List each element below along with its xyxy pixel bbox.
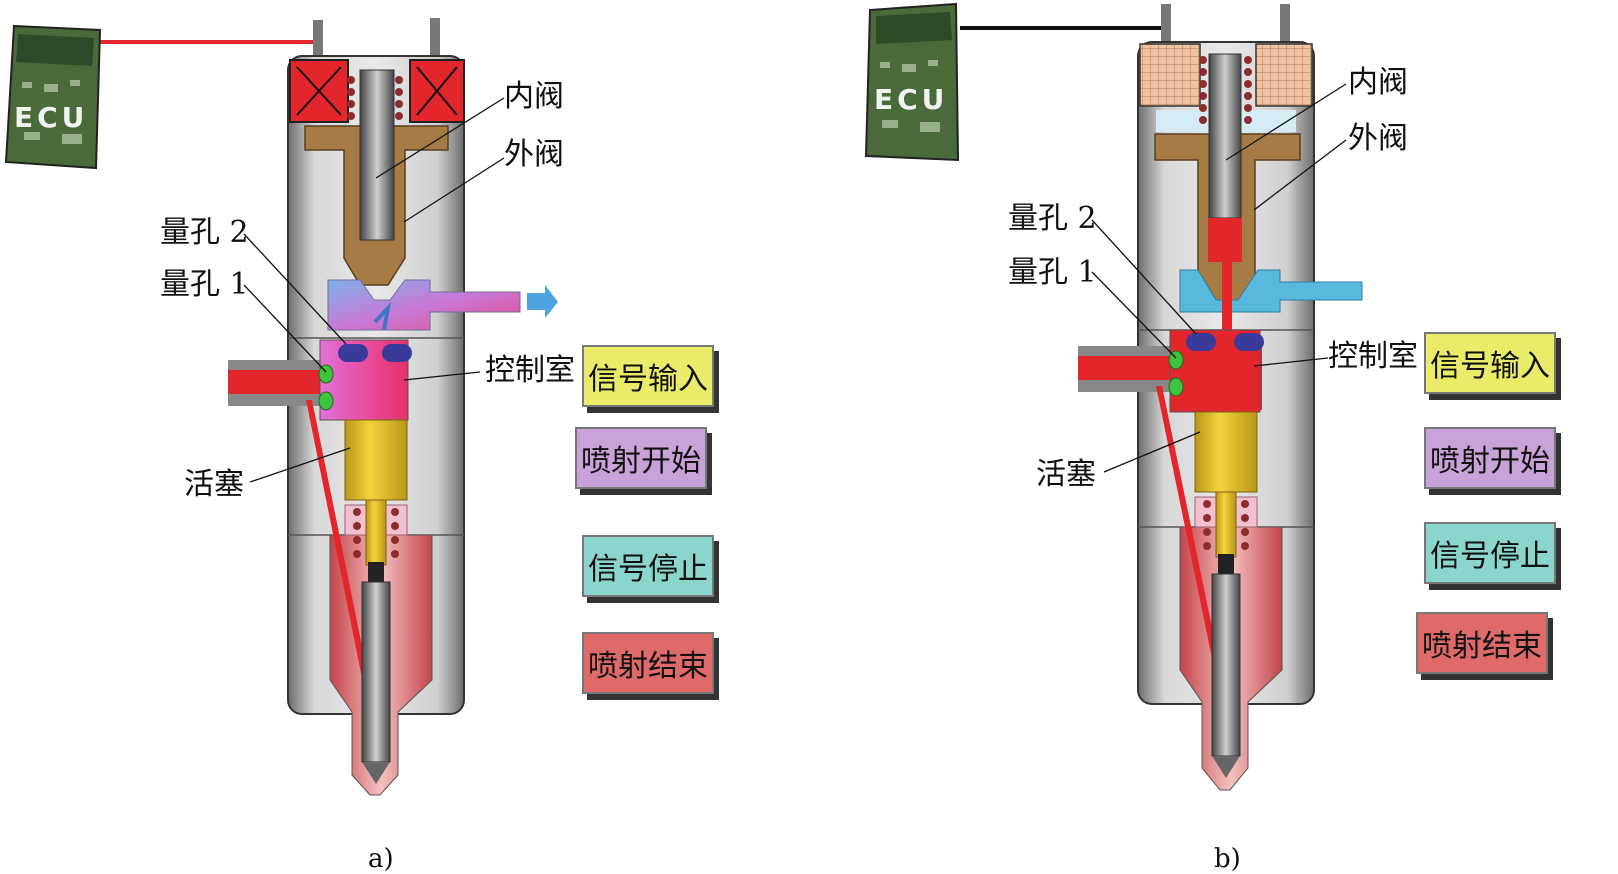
injector-cutaway-a [100, 18, 558, 796]
high-pressure-line [306, 400, 368, 678]
orifice-2 [1186, 333, 1216, 351]
signal-input-button[interactable]: 信号输入 [582, 345, 714, 407]
terminal-left [313, 20, 323, 60]
label-control-chamber: 控制室 [1328, 339, 1418, 374]
high-pressure-line [1156, 386, 1220, 668]
label-piston: 活塞 [1036, 457, 1096, 492]
solenoid-coil-left [1139, 43, 1201, 107]
signal-stop-button[interactable]: 信号停止 [1424, 522, 1556, 584]
terminal-right [1280, 4, 1290, 48]
label-orifice-1: 量孔 1 [160, 267, 249, 302]
injection-start-button[interactable]: 喷射开始 [575, 427, 707, 489]
label-piston: 活塞 [184, 467, 244, 502]
piston [344, 419, 408, 501]
terminal-left [1161, 4, 1171, 48]
injector-cutaway-b [960, 4, 1363, 791]
label-inner-valve: 内阀 [504, 79, 564, 114]
diagram-panel-a: ECU 内阀 外阀 量孔 2 量孔 1 控制室 活塞 信号输入 喷射开始 信号停… [4, 18, 714, 874]
signal-stop-button[interactable]: 信号停止 [582, 535, 714, 597]
caption-a: a) [368, 844, 394, 874]
ecu-board [864, 2, 960, 162]
injection-end-button[interactable]: 喷射结束 [582, 632, 714, 694]
ecu-module: ECU [862, 2, 960, 164]
return-flow-arrow [527, 285, 558, 318]
piston [1194, 411, 1258, 493]
ecu-label: ECU [874, 83, 949, 116]
ecu-board [4, 24, 102, 170]
orifice-1 [318, 364, 334, 384]
inner-valve [359, 69, 395, 241]
label-orifice-1: 量孔 1 [1008, 255, 1097, 290]
diagram-panel-b: ECU 内阀 外阀 量孔 2 量孔 1 控制室 活塞 信号输入 喷射开始 信号停… [864, 0, 1618, 874]
signal-input-button[interactable]: 信号输入 [1424, 332, 1556, 394]
label-orifice-2: 量孔 2 [160, 215, 249, 250]
return-passage [327, 279, 521, 331]
valve-spring [1199, 56, 1252, 124]
caption-b: b) [1214, 844, 1241, 874]
label-outer-valve: 外阀 [1348, 121, 1408, 156]
injection-end-button[interactable]: 喷射结束 [1416, 612, 1548, 674]
label-outer-valve: 外阀 [504, 137, 564, 172]
label-orifice-2: 量孔 2 [1008, 201, 1097, 236]
valve-spring [347, 76, 403, 120]
injection-start-button[interactable]: 喷射开始 [1424, 427, 1556, 489]
inner-valve [1208, 53, 1242, 219]
solenoid-coil-right [1255, 43, 1313, 107]
terminal-right [430, 18, 440, 60]
nozzle-needle [1211, 573, 1241, 757]
label-inner-valve: 内阀 [1348, 65, 1408, 100]
orifice-2 [338, 344, 368, 362]
nozzle-needle [361, 581, 391, 763]
ecu-label: ECU [14, 101, 89, 134]
label-control-chamber: 控制室 [485, 353, 575, 388]
orifice-1 [1168, 350, 1184, 370]
ecu-module: ECU [4, 22, 102, 172]
